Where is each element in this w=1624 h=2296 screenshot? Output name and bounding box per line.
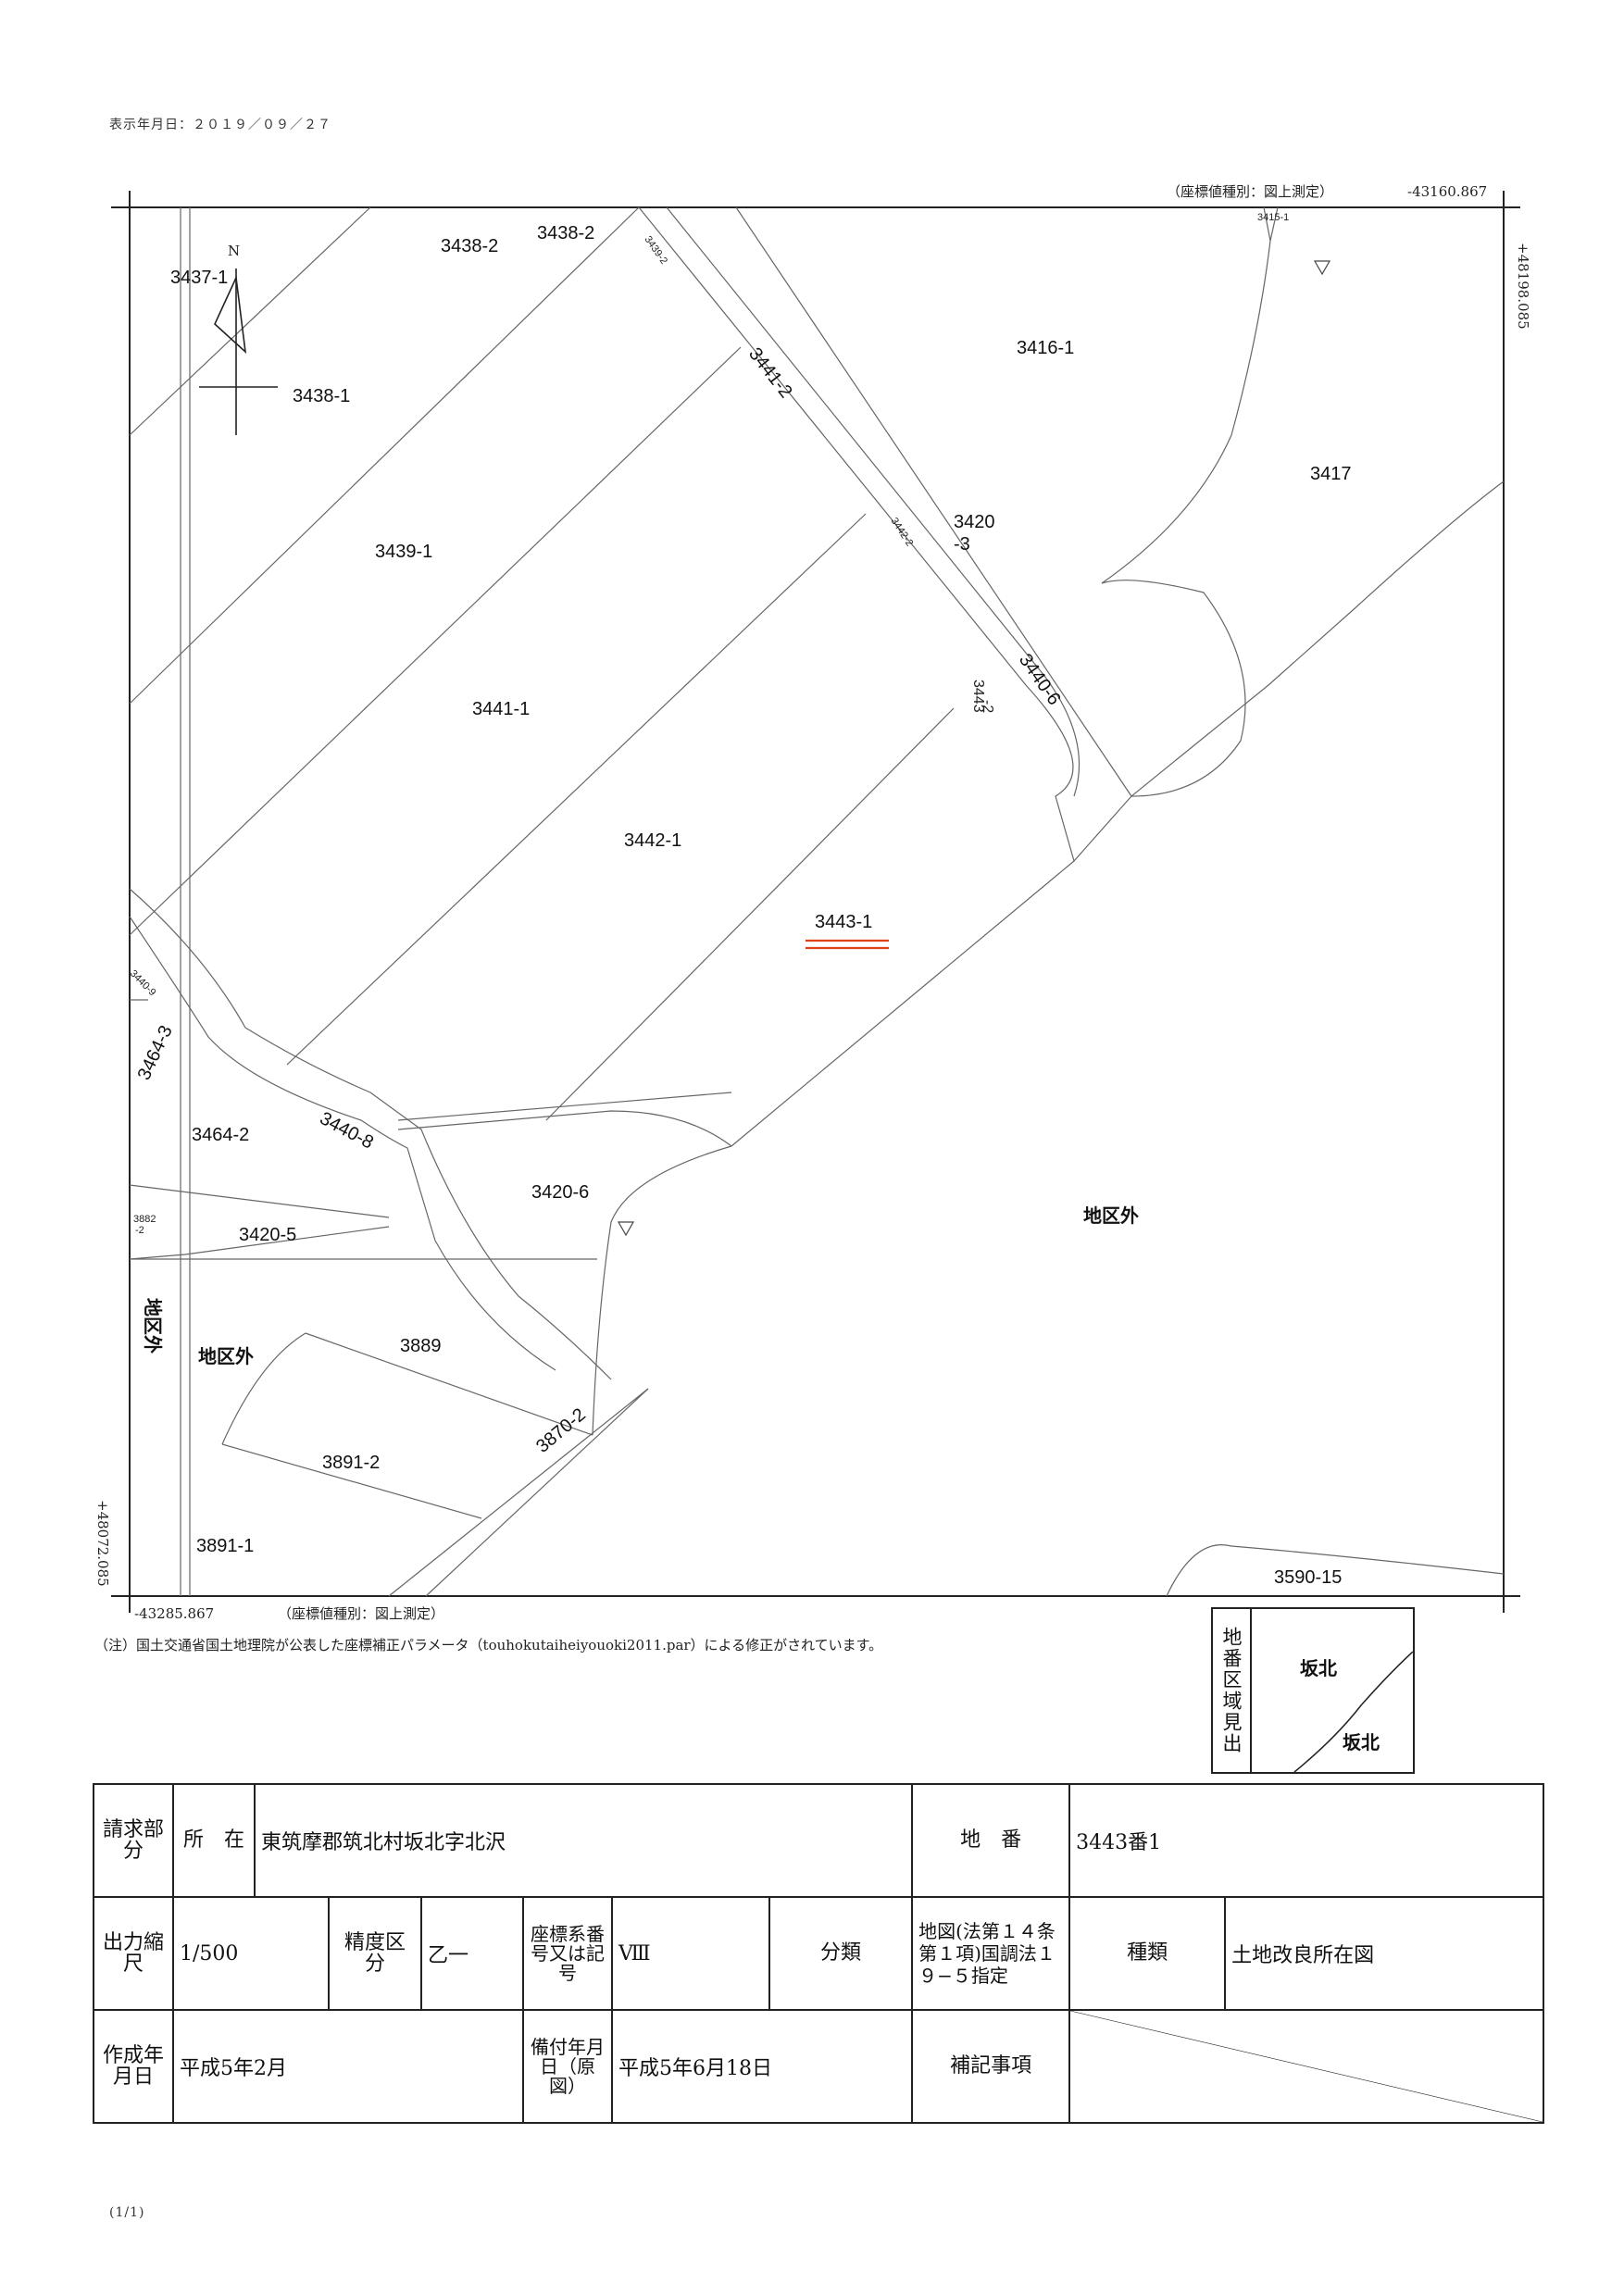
- index-area-label: 坂北: [1300, 1657, 1337, 1679]
- parcel-label: 3464-3: [134, 1022, 177, 1083]
- parcel-label: 3438-2: [537, 223, 594, 243]
- coord-right-y: +48198.085: [1515, 243, 1531, 330]
- lot-value: 3443番1: [1068, 1783, 1545, 1898]
- parcel-label: 3891-1: [196, 1536, 254, 1556]
- outside-area-label: 地区外: [198, 1345, 254, 1367]
- scale-value: 1/500: [172, 1896, 330, 2011]
- parcel-info-table: 請求部分 所 在 東筑摩郡筑北村坂北字北沢 地 番 3443番1 出力縮尺 1/…: [93, 1783, 1545, 2124]
- parcel-label: 3590-15: [1274, 1567, 1342, 1588]
- parcel-label: 3441-2: [744, 344, 796, 403]
- target-parcel-label: 3443-1: [815, 912, 872, 932]
- parcel-label: 3889: [400, 1336, 442, 1356]
- parcel-label: 3439-1: [375, 542, 432, 562]
- coord-left-y: +48072.085: [94, 1500, 111, 1587]
- coord-system-value: Ⅷ: [611, 1896, 770, 2011]
- outside-area-label: 地区外: [142, 1298, 164, 1354]
- target-parcel-underline: [806, 939, 889, 950]
- index-area-label: 坂北: [1343, 1731, 1380, 1753]
- class-value: 地図(法第１４条第１項)国調法１９−５指定: [911, 1896, 1071, 2011]
- parcel-label: 3442-1: [624, 830, 681, 851]
- remarks-label: 補記事項: [911, 2009, 1071, 2124]
- outside-area-label: 地区外: [1083, 1204, 1139, 1227]
- lot-area-index: 地番区域見出 坂北 坂北: [1211, 1607, 1415, 1774]
- parcel-label: 3437-1: [170, 268, 228, 288]
- created-label: 作成年月日: [93, 2009, 174, 2124]
- parcel-label: 3438-1: [293, 386, 350, 406]
- survey-mark-icon: [617, 260, 1331, 1237]
- coord-top-right-x: -43160.867: [1407, 183, 1487, 200]
- parcel-label: 3882: [133, 1214, 156, 1225]
- parcel-label: 3441-1: [472, 699, 530, 719]
- location-value: 東筑摩郡筑北村坂北字北沢: [253, 1783, 914, 1898]
- parcel-label: 3464-2: [192, 1125, 249, 1145]
- page-number: (1/1): [109, 2205, 145, 2220]
- map-frame: [111, 191, 1520, 1613]
- parcel-labels: 3437-1 3438-2 3438-2 3439-2 3415-1 3438-…: [128, 212, 1352, 1588]
- north-arrow-icon: [199, 268, 278, 435]
- parcel-boundaries: [129, 206, 1505, 1597]
- parcel-label: 3438-2: [441, 236, 498, 256]
- parcel-label: 3443: [970, 680, 986, 713]
- index-boundary: [1293, 1651, 1413, 1772]
- lot-label: 地 番: [911, 1783, 1071, 1898]
- north-label: N: [228, 243, 240, 259]
- prepared-label: 備付年月日（原図）: [522, 2009, 613, 2124]
- parcel-label: 3439-2: [643, 234, 669, 267]
- scale-label: 出力縮尺: [93, 1896, 174, 2011]
- parcel-label: -3: [954, 534, 970, 555]
- cadastral-map: N （座標値種別：図上測定） -43160.867 +48198.085 -43…: [94, 183, 1531, 1622]
- class-label: 分類: [768, 1896, 914, 2011]
- parcel-label: 3420: [954, 512, 995, 532]
- requester-label: 請求部分: [93, 1783, 174, 1898]
- remarks-value: [1068, 2009, 1545, 2124]
- prepared-value: 平成5年6月18日: [610, 2009, 914, 2124]
- created-value: 平成5年2月: [172, 2009, 524, 2124]
- corner-ticks: [129, 191, 1505, 1613]
- display-date: 表示年月日：２０１９／０９／２７: [109, 118, 331, 132]
- correction-note: （注）国土交通省国土地理院が公表した座標補正パラメータ（touhokutaihe…: [94, 1637, 883, 1653]
- parcel-label: 3420-5: [239, 1225, 296, 1245]
- parcel-label: 3891-2: [322, 1453, 380, 1473]
- location-label: 所 在: [172, 1783, 256, 1898]
- type-value: 土地改良所在図: [1224, 1896, 1545, 2011]
- parcel-label: -2: [135, 1225, 144, 1236]
- coord-bottom-left-x: -43285.867: [134, 1605, 214, 1622]
- parcel-label: 3415-1: [1257, 212, 1289, 223]
- parcel-label: 3420-6: [531, 1182, 589, 1203]
- coord-type-top: （座標値種別：図上測定）: [1167, 183, 1333, 200]
- parcel-label: 3442-2: [888, 516, 915, 548]
- type-label: 種類: [1068, 1896, 1227, 2011]
- parcel-label: -2: [980, 700, 995, 713]
- coord-system-label: 座標系番号又は記号: [522, 1896, 613, 2011]
- coord-type-bottom: （座標値種別：図上測定）: [278, 1605, 444, 1622]
- precision-label: 精度区分: [328, 1896, 422, 2011]
- index-title: 地番区域見出: [1213, 1609, 1252, 1772]
- precision-value: 乙一: [420, 1896, 524, 2011]
- parcel-label: 3440-9: [128, 968, 158, 999]
- parcel-label: 3416-1: [1017, 338, 1074, 358]
- parcel-label: 3417: [1310, 464, 1352, 484]
